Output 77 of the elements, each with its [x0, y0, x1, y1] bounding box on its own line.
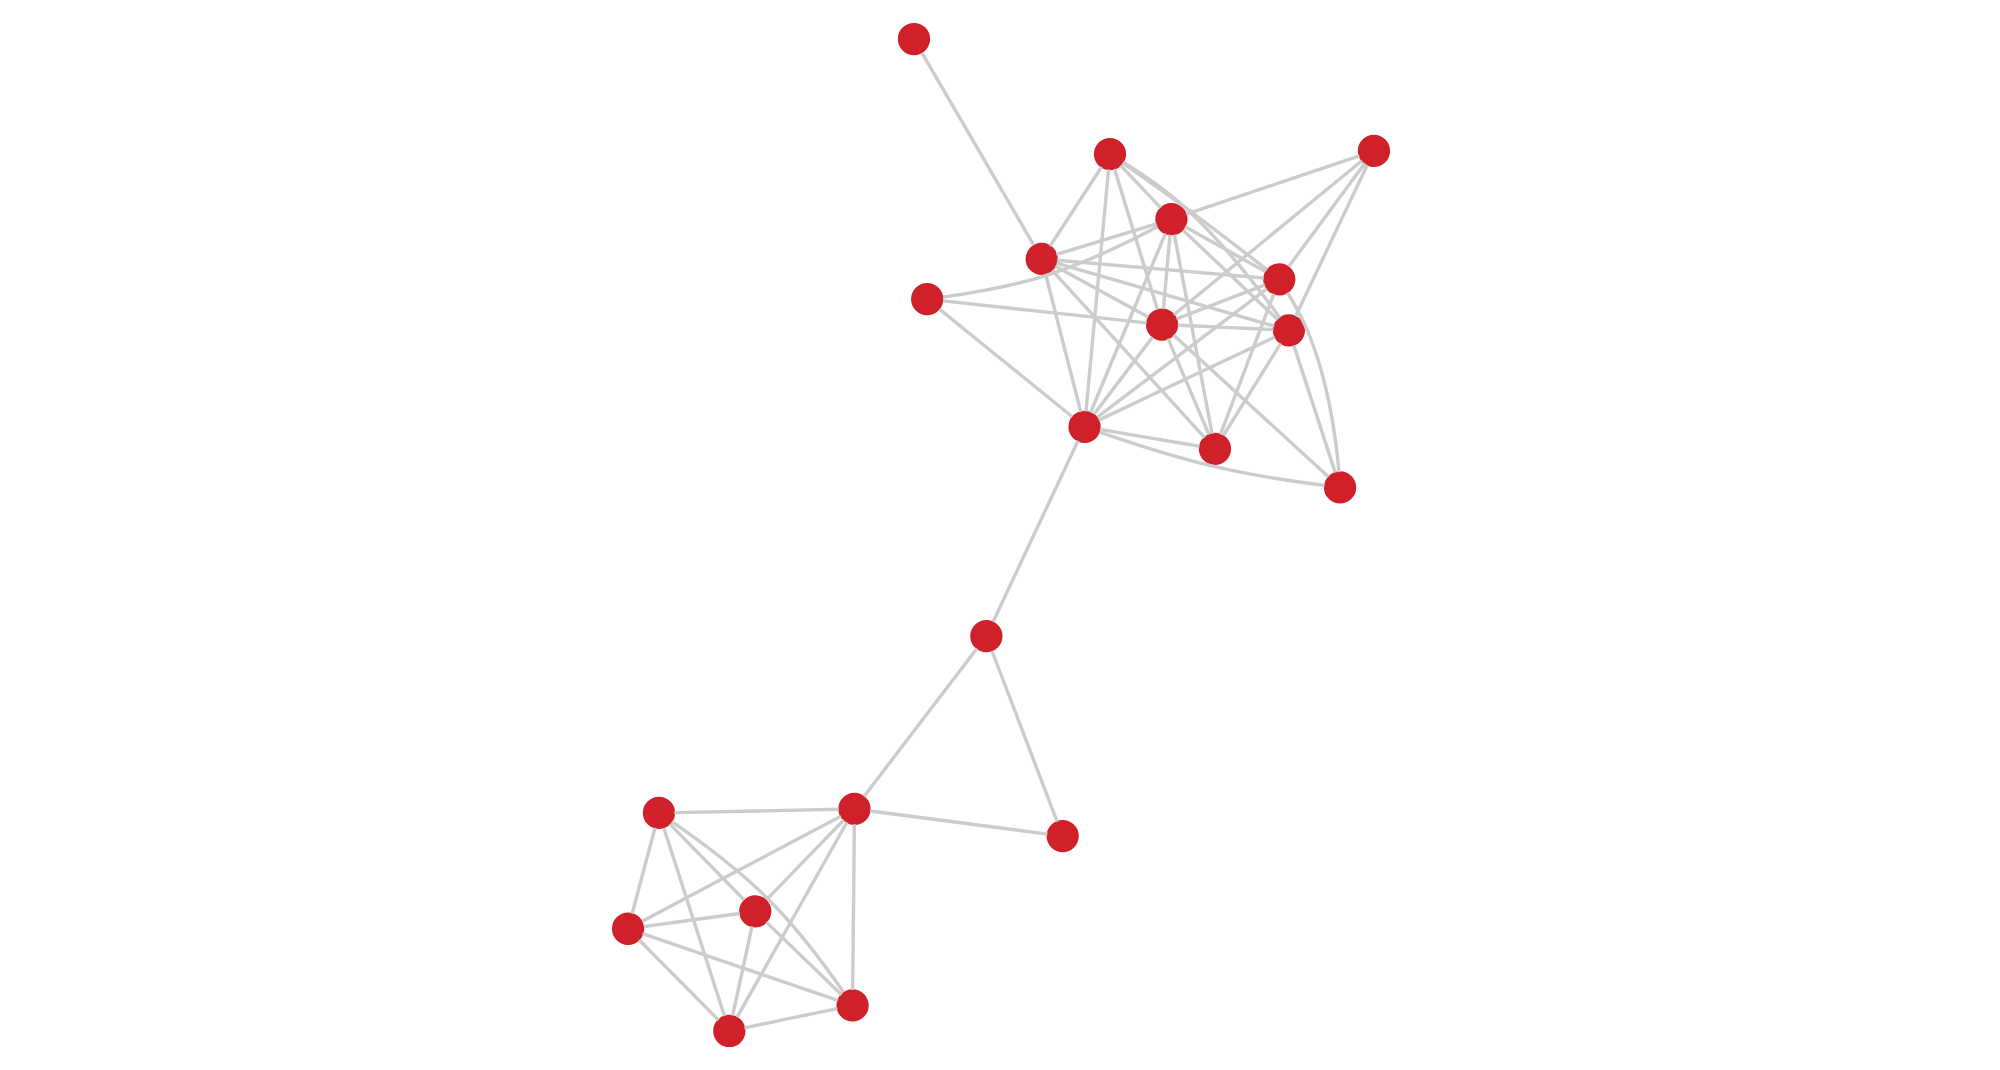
connector	[1118, 164, 1161, 210]
connector	[1087, 232, 1166, 414]
node-circle	[738, 895, 771, 928]
node-circle	[1045, 820, 1078, 853]
connector	[1174, 283, 1265, 321]
connector	[629, 827, 656, 915]
connector	[1097, 335, 1275, 422]
connector	[1053, 264, 1149, 319]
node-circle	[1092, 137, 1126, 171]
connector	[1047, 166, 1102, 247]
connector	[1111, 168, 1159, 310]
node-circle	[835, 989, 868, 1022]
connector	[1098, 427, 1199, 448]
node-circle	[1197, 432, 1231, 465]
connector	[1121, 160, 1281, 319]
connector	[1293, 164, 1368, 317]
connector	[1165, 337, 1210, 436]
connector	[743, 1006, 837, 1030]
connector	[989, 650, 1058, 823]
connector	[1184, 154, 1359, 216]
connector	[669, 820, 844, 994]
connector	[1083, 169, 1110, 412]
node-circle	[1356, 134, 1390, 168]
connector	[640, 814, 841, 923]
connector	[941, 225, 1158, 299]
connector	[1176, 323, 1273, 332]
node-circle	[1154, 203, 1187, 236]
connector	[1160, 234, 1171, 310]
connector	[764, 920, 842, 996]
connector	[1098, 430, 1324, 488]
node-circle	[1144, 308, 1178, 341]
connector	[642, 911, 739, 929]
connector	[764, 818, 845, 901]
connector	[1220, 342, 1282, 437]
connector	[661, 827, 726, 1017]
connector	[1171, 234, 1213, 435]
connector	[1054, 222, 1157, 257]
node-circle	[910, 283, 943, 316]
connector	[941, 299, 1146, 325]
connector	[919, 51, 1035, 246]
connector	[734, 821, 848, 1018]
connector	[641, 932, 838, 1002]
node-circle	[896, 22, 930, 56]
connector	[850, 824, 856, 990]
connector	[1049, 269, 1205, 439]
connector	[1091, 336, 1153, 416]
connector	[1171, 159, 1362, 317]
connector	[673, 807, 838, 815]
connector	[868, 809, 1047, 836]
node-circle	[1067, 410, 1100, 443]
connector	[730, 926, 753, 1016]
connector	[937, 307, 1073, 419]
node-circle	[1262, 263, 1295, 296]
connector	[990, 440, 1079, 623]
connector	[1286, 162, 1366, 268]
connector	[1181, 229, 1278, 321]
connector	[1055, 258, 1263, 280]
connector	[667, 822, 745, 902]
node-circle	[1271, 314, 1305, 347]
connector	[1042, 273, 1082, 413]
connector	[1120, 161, 1268, 272]
node-circle	[641, 796, 675, 830]
node-circle	[1024, 242, 1057, 276]
connector	[1055, 261, 1274, 328]
node-circle	[712, 1014, 745, 1048]
node-circle	[837, 792, 870, 826]
connector	[1285, 291, 1340, 473]
connector	[861, 647, 978, 798]
connector	[1095, 287, 1267, 419]
connector	[1171, 333, 1329, 478]
connector	[636, 938, 719, 1022]
connector	[1291, 344, 1336, 474]
node-circle	[1322, 471, 1356, 504]
connector	[1183, 225, 1266, 274]
connector	[1217, 293, 1275, 435]
node-circle	[610, 912, 644, 945]
node-circle	[969, 620, 1002, 653]
